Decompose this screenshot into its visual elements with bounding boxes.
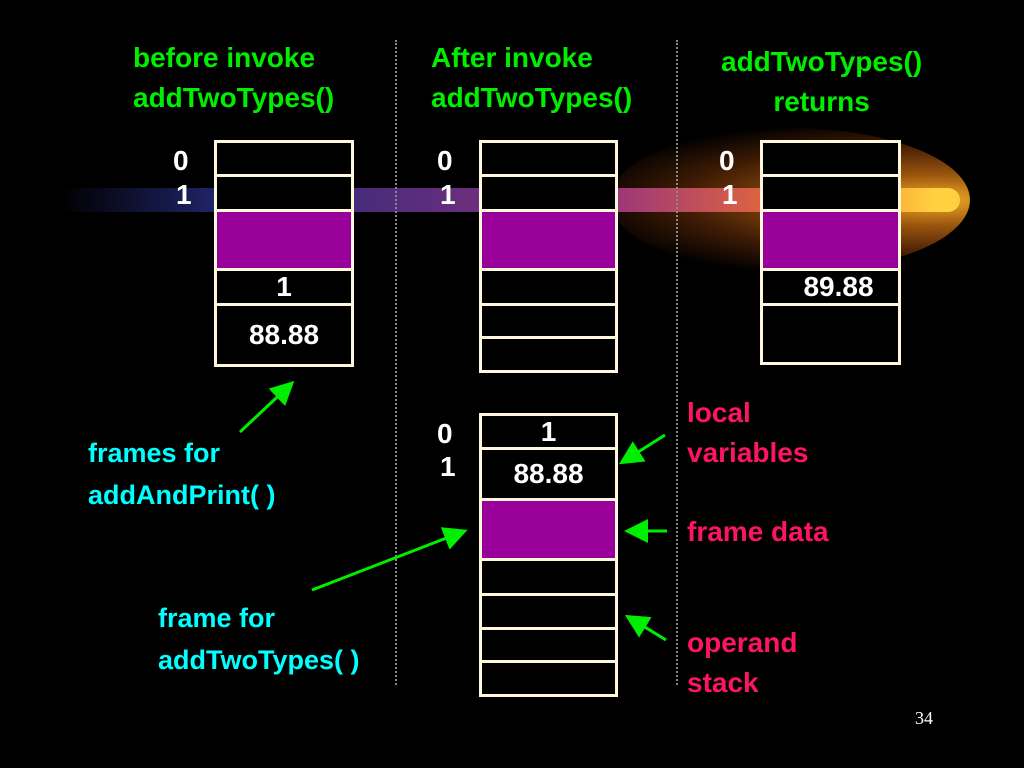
header-before-invoke: before invoke addTwoTypes() <box>133 38 334 118</box>
frame-frame-data <box>479 498 618 561</box>
label-frame-line2: addTwoTypes( ) <box>158 645 360 675</box>
stack2-slot-0 <box>479 140 618 177</box>
stack1-slot-1 <box>214 174 354 212</box>
stack1-index-0: 0 <box>173 145 189 176</box>
header-after-line2: addTwoTypes() <box>431 82 633 113</box>
label-local-variables: local variables <box>687 393 808 473</box>
arrow-to-stack1 <box>238 380 295 434</box>
stack3-index-0: 0 <box>719 145 735 176</box>
stack1-index-1: 1 <box>176 179 192 210</box>
frame-index-1: 1 <box>440 451 456 482</box>
header-after-invoke: After invoke addTwoTypes() <box>431 38 632 118</box>
label-operand-line1: operand <box>687 627 798 658</box>
page-number: 34 <box>915 708 933 728</box>
header-returns-line2: returns <box>773 86 870 117</box>
arrow-operand-stack <box>624 614 667 642</box>
separator-left <box>395 40 397 685</box>
header-before-line2: addTwoTypes() <box>133 82 335 113</box>
stack3-cell-result: 89.88 <box>760 268 901 306</box>
label-frame-add-two-types: frame for addTwoTypes( ) <box>158 597 360 681</box>
frame-operand-3 <box>479 660 618 697</box>
stack3-slot-4 <box>760 303 901 365</box>
label-operand-stack: operand stack <box>687 623 797 703</box>
label-frame-line1: frame for <box>158 603 276 633</box>
frame-local-1: 88.88 <box>479 447 618 501</box>
frame-index-0: 0 <box>437 418 453 449</box>
stack2-index-1: 1 <box>440 179 456 210</box>
stack3-frame-data <box>760 209 901 271</box>
separator-right <box>676 40 678 685</box>
stack2-slot-1 <box>479 174 618 212</box>
header-before-line1: before invoke <box>133 42 316 73</box>
stack1-cell-double: 88.88 <box>214 303 354 367</box>
label-frames-add-and-print: frames for addAndPrint( ) <box>88 432 275 516</box>
arrow-to-frame <box>311 527 468 592</box>
stack1-frame-data <box>214 209 354 271</box>
label-local-line2: variables <box>687 437 809 468</box>
stack3-index-1: 1 <box>722 179 738 210</box>
stack2-slot-5 <box>479 336 618 373</box>
arrow-local-variables <box>618 433 666 465</box>
stack1-slot-0 <box>214 140 354 177</box>
label-operand-line2: stack <box>687 667 759 698</box>
label-frames-line1: frames for <box>88 438 221 468</box>
label-frames-line2: addAndPrint( ) <box>88 480 276 510</box>
header-after-line1: After invoke <box>431 42 593 73</box>
header-returns-line1: addTwoTypes() <box>721 46 923 77</box>
label-local-line1: local <box>687 397 751 428</box>
header-returns: addTwoTypes() returns <box>721 42 922 122</box>
label-frame-data: frame data <box>687 516 829 547</box>
stack2-index-0: 0 <box>437 145 453 176</box>
